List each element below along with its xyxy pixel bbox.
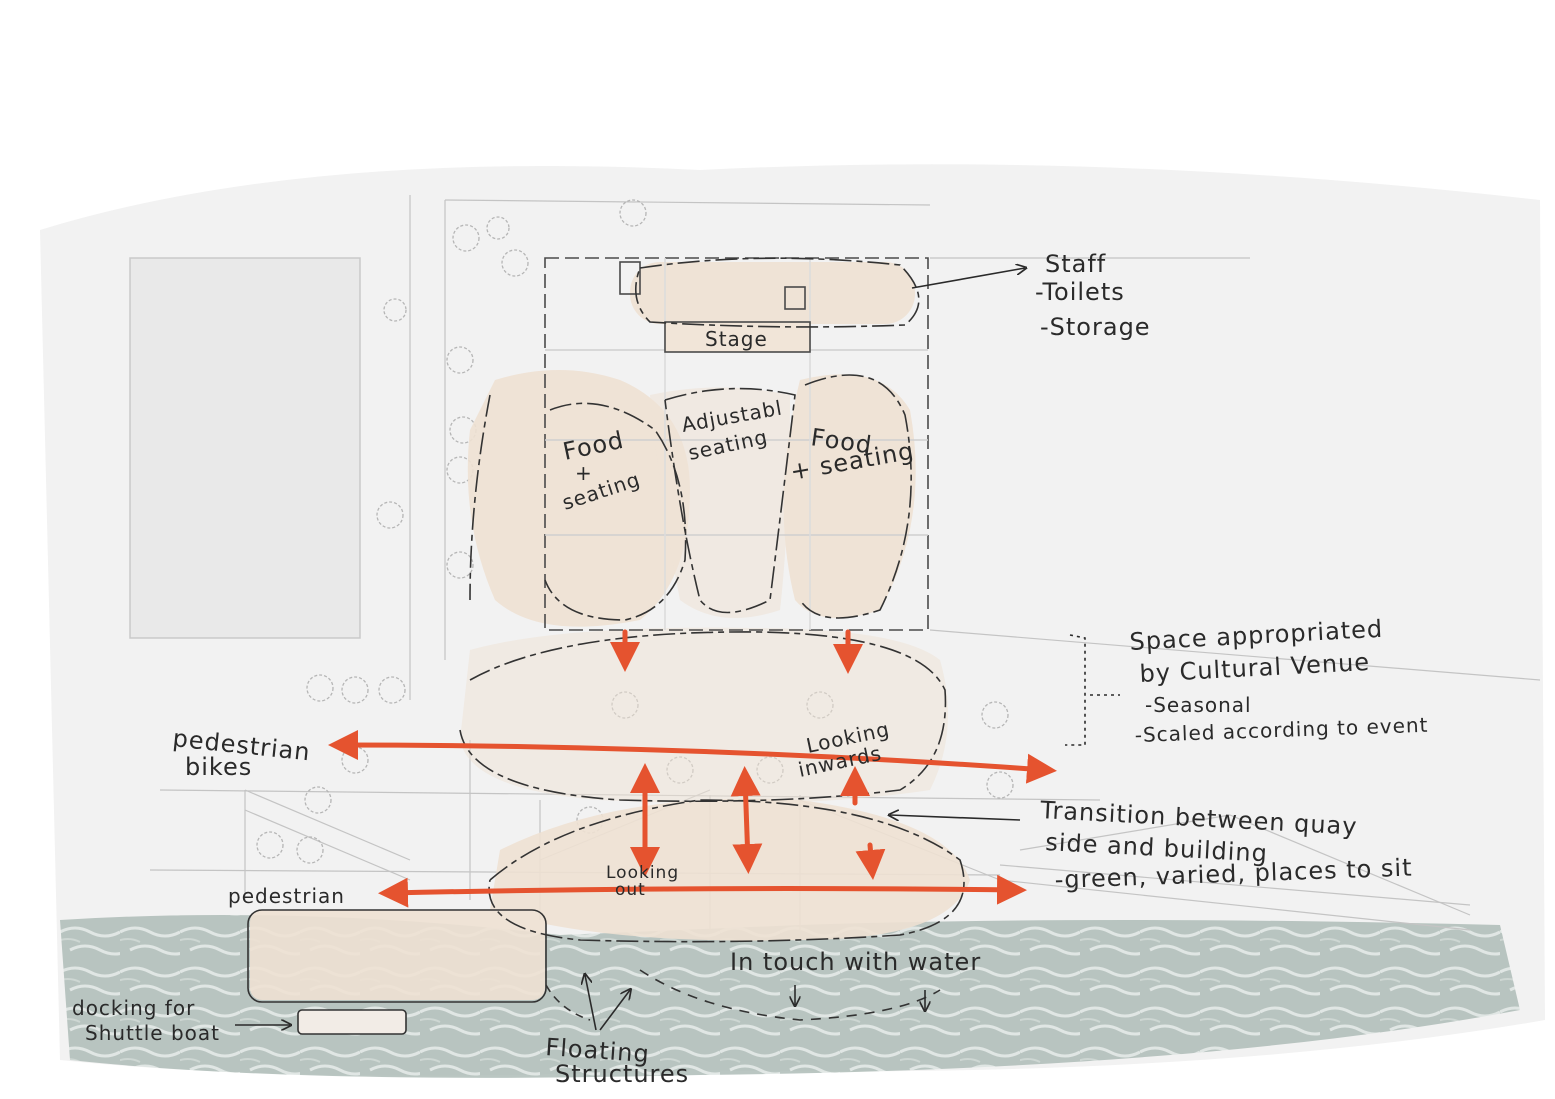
trees [256, 199, 1014, 864]
label-toilets: -Toilets [1035, 278, 1125, 306]
dock-outline [247, 909, 547, 1003]
label-ped-bikes-2: bikes [185, 753, 252, 781]
neighbour-building [129, 257, 361, 639]
label-floating-2: Structures [555, 1060, 689, 1088]
looking-arrow-2 [730, 766, 763, 874]
label-in-touch: In touch with water [730, 948, 981, 976]
pedestrian-arrow [378, 874, 1027, 908]
label-staff: Staff [1045, 250, 1106, 278]
label-space-3: -Seasonal [1145, 693, 1252, 717]
label-looking-out-2: out [615, 880, 646, 900]
looking-out-arrow-2 [855, 842, 886, 880]
annotation-leaders [235, 268, 1120, 1030]
label-pedestrian: pedestrian [228, 884, 345, 908]
circulation-arrows [328, 629, 1057, 908]
food-right-zone [783, 374, 916, 618]
stage-back-zone [630, 262, 915, 324]
label-docking-2: Shuttle boat [85, 1021, 220, 1045]
venue-outline [544, 257, 929, 631]
dock-zone [250, 910, 545, 1000]
label-food-left-2: + [575, 461, 593, 485]
label-docking-1: docking for [72, 996, 195, 1020]
shuttle-boat [297, 1009, 407, 1035]
label-storage: -Storage [1040, 313, 1151, 341]
label-looking-out-1: Looking [606, 863, 679, 883]
floating-structures [247, 909, 941, 1035]
forecourt-zone [460, 627, 948, 804]
pedestrian-bikes-arrow [328, 730, 1057, 784]
paper-sheet [40, 164, 1545, 1076]
food-left-zone [467, 370, 690, 627]
label-stage: Stage [705, 327, 768, 351]
